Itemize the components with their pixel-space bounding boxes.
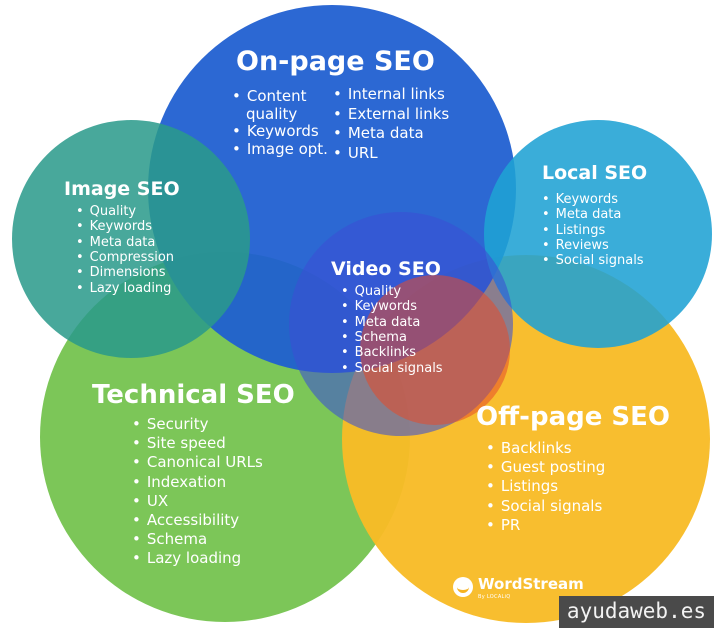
image-seo-title: Image SEO xyxy=(64,178,180,200)
list-item: External links xyxy=(333,105,449,124)
list-item: Dimensions xyxy=(76,265,180,280)
list-item: Lazy loading xyxy=(76,281,180,296)
list-item: Quality xyxy=(76,204,180,219)
list-item: Keywords xyxy=(76,219,180,234)
list-item: Listings xyxy=(486,478,670,496)
list-item: UX xyxy=(132,492,295,511)
watermark: ayudaweb.es xyxy=(558,596,714,628)
list-item: Keywords xyxy=(341,299,443,314)
video-seo-list: Quality Keywords Meta data Schema Backli… xyxy=(341,284,443,376)
technical-seo-title: Technical SEO xyxy=(92,380,295,410)
local-seo-list: Keywords Meta data Listings Reviews Soci… xyxy=(542,192,647,269)
technical-seo-block: Technical SEO Security Site speed Canoni… xyxy=(92,380,295,568)
wordstream-logo-text: WordStream xyxy=(478,575,584,593)
list-item: Reviews xyxy=(542,238,647,253)
list-item: Image opt. xyxy=(232,140,330,159)
list-item: Keywords xyxy=(232,123,330,141)
list-item: Schema xyxy=(132,530,295,549)
onpage-seo-list-left: Content quality Keywords Image opt. xyxy=(232,87,330,159)
offpage-seo-title: Off-page SEO xyxy=(476,402,670,432)
local-seo-block: Local SEO Keywords Meta data Listings Re… xyxy=(542,162,647,269)
wordstream-logo-subtext: By LOCALiQ xyxy=(478,594,511,600)
list-item: Backlinks xyxy=(486,439,670,458)
list-item: Listings xyxy=(542,223,647,238)
wordstream-logo-icon xyxy=(453,577,473,597)
list-item: Lazy loading xyxy=(132,549,295,568)
list-item: Security xyxy=(132,415,295,434)
video-seo-block: Video SEO Quality Keywords Meta data Sch… xyxy=(331,258,443,376)
list-item: URL xyxy=(333,144,449,163)
list-item: Accessibility xyxy=(132,511,295,530)
video-seo-title: Video SEO xyxy=(331,258,441,280)
list-item: Canonical URLs xyxy=(132,454,295,472)
list-item: Internal links xyxy=(333,85,449,104)
list-item: Keywords xyxy=(542,192,647,207)
list-item: Meta data xyxy=(341,315,443,330)
list-item: Meta data xyxy=(76,235,180,250)
list-item: PR xyxy=(486,516,670,535)
list-item: Guest posting xyxy=(486,458,670,477)
technical-seo-list: Security Site speed Canonical URLs Index… xyxy=(132,415,295,568)
onpage-seo-list-right: Internal links External links Meta data … xyxy=(333,85,449,163)
image-seo-block: Image SEO Quality Keywords Meta data Com… xyxy=(64,178,180,296)
list-item: Schema xyxy=(341,330,443,345)
list-item: Content quality xyxy=(232,87,330,123)
offpage-seo-block: Off-page SEO Backlinks Guest posting Lis… xyxy=(476,402,670,534)
onpage-seo-title: On-page SEO xyxy=(236,46,435,77)
list-item: Quality xyxy=(341,284,443,299)
list-item: Meta data xyxy=(333,125,449,143)
list-item: Social signals xyxy=(542,253,647,268)
list-item: Indexation xyxy=(132,473,295,492)
offpage-seo-list: Backlinks Guest posting Listings Social … xyxy=(486,439,670,535)
wordstream-logo: WordStream By LOCALiQ xyxy=(453,574,584,600)
list-item: Social signals xyxy=(341,361,443,376)
list-item: Compression xyxy=(76,250,180,265)
local-seo-title: Local SEO xyxy=(542,162,648,184)
list-item: Social signals xyxy=(486,497,670,516)
list-item: Site speed xyxy=(132,434,295,453)
list-item: Backlinks xyxy=(341,345,443,360)
image-seo-list: Quality Keywords Meta data Compression D… xyxy=(76,204,180,296)
list-item: Meta data xyxy=(542,207,647,222)
